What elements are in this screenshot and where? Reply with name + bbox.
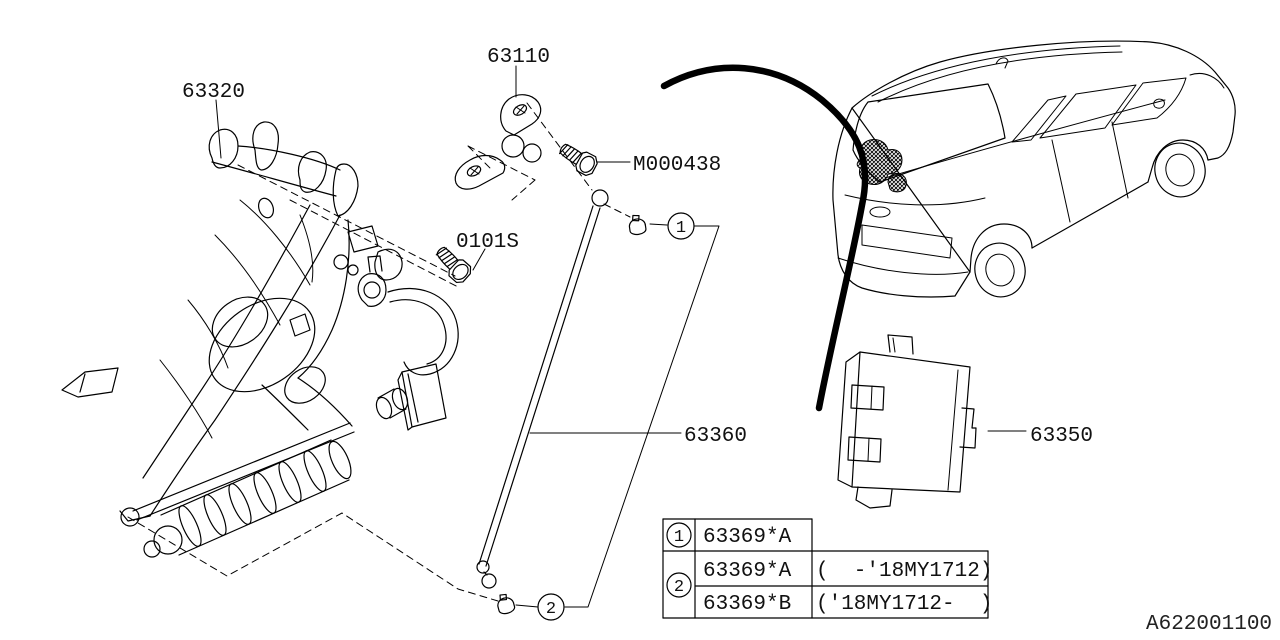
- clip-bottom-drawing: [497, 593, 516, 615]
- location-arrow: [660, 64, 869, 412]
- clip-top-drawing: [628, 214, 647, 236]
- flange-bolt-drawing: [558, 143, 598, 177]
- location-marker: [856, 139, 907, 193]
- callout-2: 2: [537, 593, 565, 621]
- tapping-screw-drawing: [435, 246, 472, 284]
- leader-lines: [215, 65, 1027, 434]
- control-unit-drawing: [837, 334, 977, 509]
- vehicle-location-drawing: [832, 40, 1236, 298]
- table-ref-1-number: 1: [674, 528, 684, 547]
- parts-table-grid: [662, 518, 989, 619]
- table-part-cell-row2: 63369*A: [703, 560, 792, 583]
- stay-part-label: 63360: [684, 425, 747, 448]
- screw-part-label: 0101S: [456, 231, 519, 254]
- stay-bracket-drawing: [454, 94, 542, 190]
- assembly-part-label: 63320: [182, 81, 245, 104]
- control-unit-part-label: 63350: [1030, 425, 1093, 448]
- table-range-cell-row2: ( -'18MY1712): [816, 560, 992, 583]
- table-part-cell-row3: 63369*B: [703, 593, 791, 616]
- table-ref-2: 2: [666, 572, 692, 598]
- table-ref-2-number: 2: [674, 578, 684, 597]
- back-door-assembly-drawing: [61, 121, 459, 558]
- callout-2-number: 2: [546, 600, 556, 619]
- callout-1: 1: [667, 212, 695, 240]
- bracket-part-label: 63110: [487, 46, 550, 69]
- gas-stay-drawing: [476, 189, 609, 589]
- flange-bolt-part-label: M000438: [633, 154, 721, 177]
- diagram-code: A622001100: [1146, 613, 1272, 636]
- table-range-cell-row3: ('18MY1712- ): [816, 593, 992, 616]
- dashed-guide-lines: [127, 102, 631, 602]
- parts-table: 1 2 63369*A 63369*A ( -'18MY1712) 63369*…: [662, 518, 992, 619]
- table-ref-1: 1: [666, 522, 692, 548]
- callout-1-number: 1: [676, 219, 686, 238]
- table-part-cell-row1: 63369*A: [703, 526, 792, 549]
- callout-lines: [515, 223, 720, 608]
